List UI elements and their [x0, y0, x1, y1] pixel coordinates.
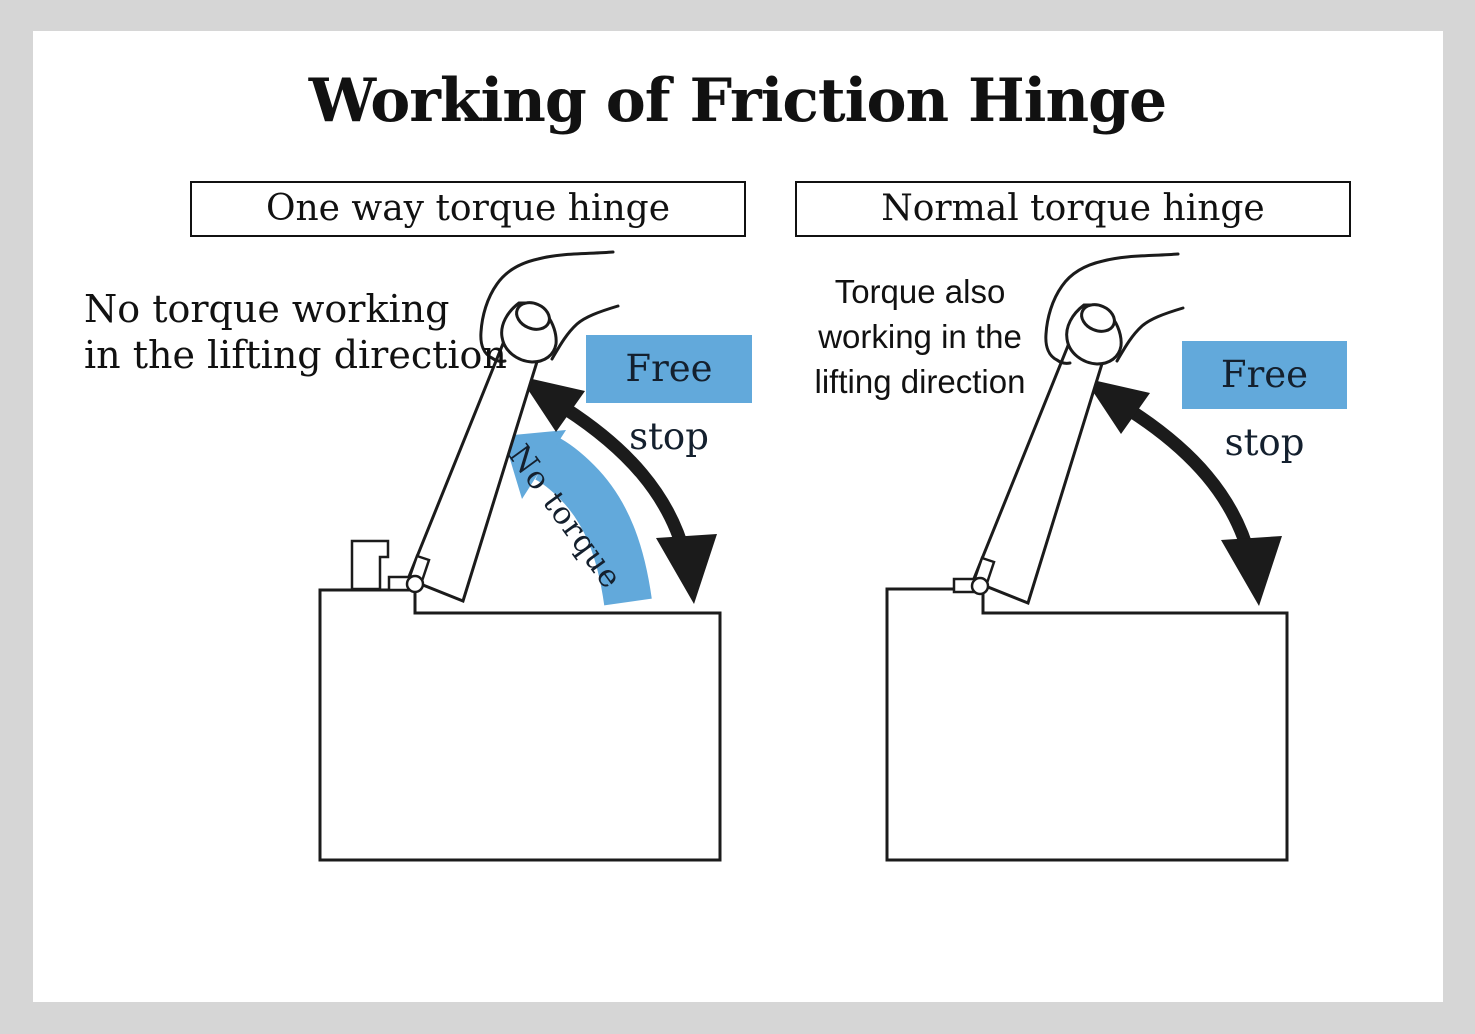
- box-body-left: [318, 588, 722, 862]
- panel-header-one-way: One way torque hinge: [190, 181, 746, 237]
- caption-torque-also: Torque also working in the lifting direc…: [814, 273, 1026, 400]
- free-stop-label-right: Free stop: [1182, 341, 1347, 464]
- no-torque-curved-arrow: [534, 436, 652, 606]
- page-title: Working of Friction Hinge: [308, 66, 1167, 136]
- panel-header-normal: Normal torque hinge: [795, 181, 1351, 237]
- free-stop-label-left: Free stop: [586, 335, 752, 458]
- caption-no-torque: No torque working in the lifting directi…: [84, 287, 507, 378]
- no-torque-arrow-head: [503, 430, 566, 499]
- latch-bracket: [350, 539, 390, 591]
- box-body-right: [885, 587, 1289, 862]
